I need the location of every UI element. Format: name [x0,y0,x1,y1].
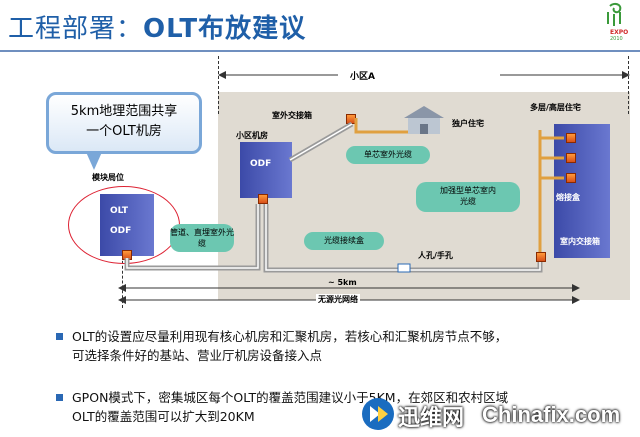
distance-label: ~ 5km [326,278,359,287]
callout-line1: 5km地理范围共享 [70,104,178,119]
reinforced-cable-bubble: 加强型单芯室内 光缆 [416,182,520,212]
bullet-2-line2: OLT的覆盖范围可以扩大到20KM [72,409,255,424]
bullet-2-line1: GPON模式下，密集城区每个OLT的覆盖范围建议小于5KM，在郊区和农村区域 [72,390,509,405]
building-block [554,124,610,258]
title-prefix: 工程部署： [8,14,144,44]
reinforced-line1: 加强型单芯室内 [440,186,496,195]
single-core-bubble: 单芯室外光缆 [346,146,430,164]
riser-cables [538,130,564,254]
outdoor-cabinet-label: 室外交接箱 [272,111,312,120]
duct-cable-bubble: 管道、直埋室外光缆 [170,224,234,252]
manhole-label: 人孔/手孔 [418,251,453,260]
olt-label: OLT [110,206,129,216]
splice-box-label: 熔接盒 [556,193,580,202]
splice-point-icon [566,173,576,183]
svg-text:2010: 2010 [610,36,623,42]
title-divider [0,50,640,52]
callout-tail [86,152,102,170]
bullet-marker [56,394,63,401]
office-cabinet: OLT ODF [100,194,154,256]
single-house-label: 独户住宅 [452,119,484,128]
community-room-label: 小区机房 [236,131,268,140]
boundary-office [122,256,123,308]
callout-line2: 一个OLT机房 [86,124,162,139]
house-icon [404,106,444,134]
splice-closure-bubble: 光缆接续盒 [304,232,384,250]
expo-logo: EXPO 2010 [607,2,628,42]
bullet-1-line2: 可选择条件好的基站、营业厅机房设备接入点 [72,348,323,363]
reinforced-line2: 光缆 [460,197,476,206]
multistory-label: 多层/高层住宅 [530,103,581,112]
area-a-label: 小区A [350,72,375,82]
bullet-1: OLT的设置应尽量利用现有核心机房和汇聚机房，若核心和汇聚机房节点不够， 可选择… [72,327,507,365]
indoor-cabinet-label: 室内交接箱 [560,237,600,246]
odf-room-label: ODF [250,159,272,169]
splice-point-icon [566,153,576,163]
watermark: 迅维网 Chinafix.com [360,392,640,437]
odf-office-label: ODF [110,226,132,236]
indoor-splice-point-icon [536,252,546,262]
bullet-marker [56,333,63,340]
watermark-brand-en: Chinafix.com [482,402,621,427]
bullet-2: GPON模式下，密集城区每个OLT的覆盖范围建议小于5KM，在郊区和农村区域 O… [72,388,508,426]
watermark-logo-icon [362,398,394,430]
page-title: 工程部署：OLT布放建议 [8,8,306,45]
bullet-1-line1: OLT的设置应尽量利用现有核心机房和汇聚机房，若核心和汇聚机房节点不够， [72,329,508,344]
watermark-brand-cn: 迅维网 [398,406,465,431]
splice-point-icon [566,133,576,143]
boundary-right [628,56,629,114]
area-arrow [218,71,630,79]
room-splice-point-icon [258,194,268,204]
callout-box: 5km地理范围共享 一个OLT机房 [46,92,202,154]
title-main: OLT布放建议 [143,14,307,44]
module-office-label: 模块局位 [92,173,124,182]
passive-network-label: 无源光网络 [316,294,360,305]
svg-text:EXPO: EXPO [610,29,628,36]
room-cabinet: ODF [240,142,292,198]
boundary-left [218,56,219,114]
